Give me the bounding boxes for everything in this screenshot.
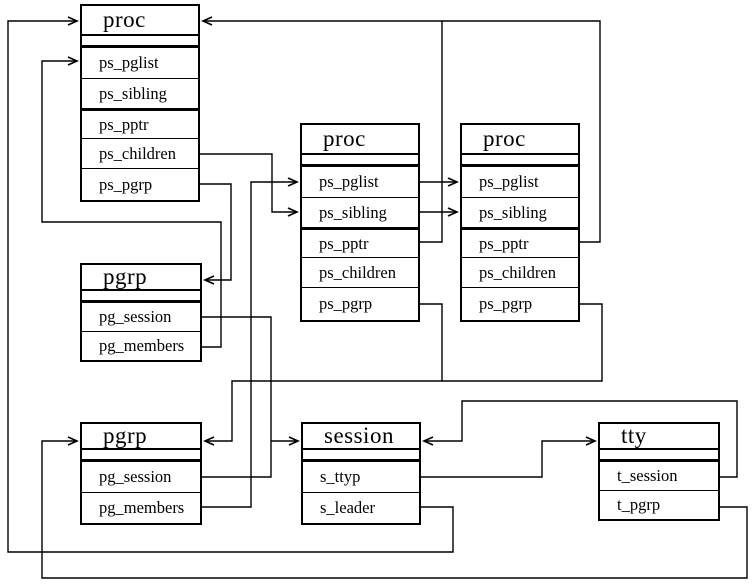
connection-proc-parent-ps_children-to-proc-child1-ps_sibling [200, 153, 299, 217]
proc-parent-field-ps_pgrp: ps_pgrp [82, 168, 198, 200]
connection-proc-parent-ps_pgrp-to-pgrp-upper-title [200, 183, 232, 285]
proc-child-1-field-ps_pglist: ps_pglist [319, 172, 379, 191]
proc-child-1-field-ps_sibling: ps_sibling [302, 197, 418, 227]
connection-proc-child2-ps_pptr-to-proc-parent-title [201, 16, 601, 243]
proc-child-2-field-ps_pglist: ps_pglist [479, 172, 539, 191]
struct-box-pgrp-upper: pgrp pg_session pg_members [80, 263, 202, 362]
connection-pgrp-upper-pg_members-to-proc-parent-ps_pglist [41, 56, 222, 348]
tty-title: tty [600, 423, 718, 450]
pgrp-lower-field-pg_session: pg_session [99, 467, 172, 486]
proc-parent-field-ps_pptr: ps_pptr [82, 108, 198, 138]
pgrp-lower-title: pgrp [82, 423, 200, 450]
tty-separator-band [600, 450, 718, 462]
proc-child-2-separator-band [462, 155, 578, 167]
connection-session-s_leader-to-proc-parent-title [7, 16, 454, 553]
struct-box-pgrp-lower: pgrp pg_session pg_members [80, 422, 202, 525]
session-field-s_ttyp: s_ttyp [320, 467, 361, 486]
session-title: session [303, 423, 419, 450]
proc-child-1-separator-band [302, 155, 418, 167]
connection-tty-t_session-to-session-title [422, 400, 738, 478]
proc-child-2-field-ps_sibling: ps_sibling [462, 197, 578, 227]
session-separator-band [303, 450, 419, 462]
proc-child-1-title: proc [302, 125, 418, 155]
tty-field-t_session: t_session [617, 466, 678, 485]
pgrp-upper-separator-band [82, 291, 200, 303]
proc-parent-field-ps_pglist: ps_pglist [99, 53, 159, 72]
connection-proc-child1-ps_pptr-join [420, 21, 443, 243]
proc-child-2-title: proc [462, 125, 578, 155]
proc-parent-field-ps_children: ps_children [82, 138, 198, 168]
proc-child-2-field-ps_pgrp: ps_pgrp [462, 287, 578, 320]
proc-child-1-field-ps_children: ps_children [302, 257, 418, 287]
struct-box-session: session s_ttyp s_leader [301, 422, 421, 525]
proc-child-2-field-ps_pptr: ps_pptr [462, 227, 578, 257]
proc-child-2-field-ps_children: ps_children [462, 257, 578, 287]
proc-child-1-field-ps_pptr: ps_pptr [302, 227, 418, 257]
connection-session-s_ttyp-to-tty-title [421, 436, 597, 478]
pgrp-upper-title: pgrp [82, 264, 200, 291]
connection-proc-child1-ps_pgrp-join [420, 303, 443, 381]
tty-field-t_pgrp: t_pgrp [600, 490, 718, 519]
proc-parent-title: proc [82, 6, 198, 36]
session-field-s_leader: s_leader [303, 492, 419, 523]
proc-parent-field-ps_sibling: ps_sibling [82, 78, 198, 108]
struct-box-tty: tty t_session t_pgrp [598, 422, 720, 521]
proc-child-1-field-ps_pgrp: ps_pgrp [302, 287, 418, 320]
pgrp-lower-separator-band [82, 450, 200, 462]
pgrp-upper-field-pg_session: pg_session [99, 307, 172, 326]
connection-pg_session-shared-riser [202, 316, 272, 478]
pgrp-upper-field-pg_members: pg_members [82, 331, 200, 360]
connection-pgrp-lower-pg_members-to-proc-child1-ps_pglist [202, 177, 299, 508]
connections-group [7, 16, 748, 579]
connection-tty-t_pgrp-to-pgrp-lower-title [41, 436, 748, 579]
pgrp-lower-field-pg_members: pg_members [82, 492, 200, 523]
connection-proc-child2-ps_pgrp-to-pgrp-lower-title [203, 303, 603, 446]
proc-parent-separator-band [82, 36, 198, 48]
